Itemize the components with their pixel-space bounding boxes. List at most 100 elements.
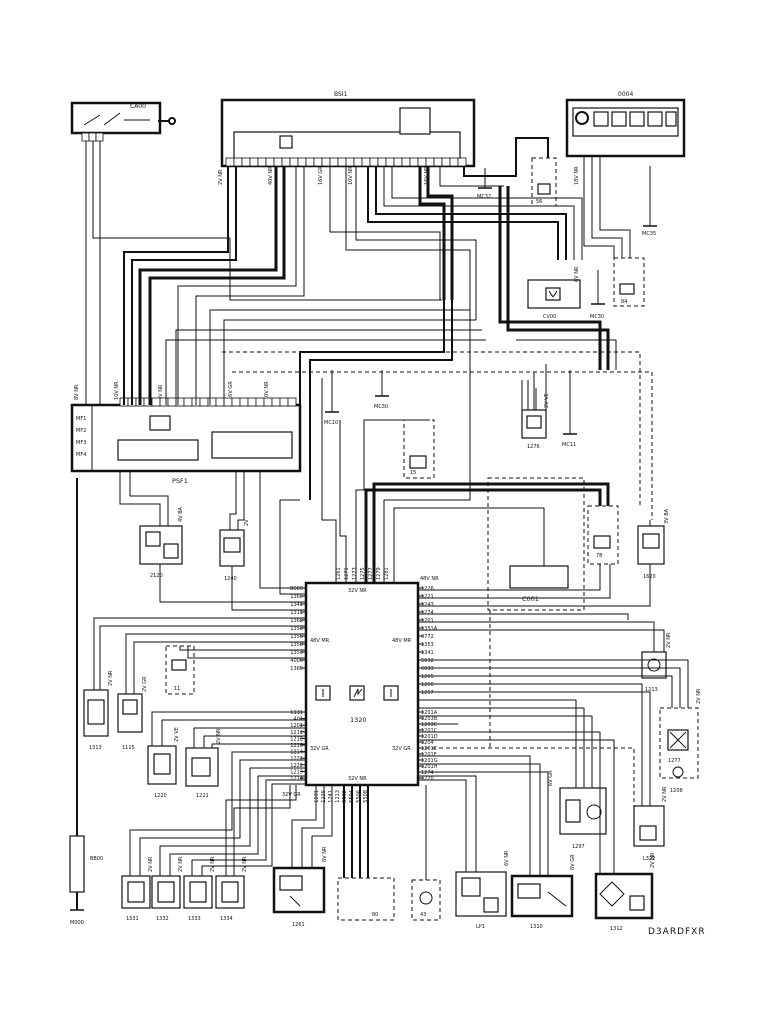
ca00-label: CA00 [130,103,146,110]
c1312-label: 1312 [610,926,623,932]
psf-pin [247,397,257,407]
psf-pin [223,397,233,407]
bsi-pin [257,157,267,167]
c1333-conn: 2V NR [210,856,216,872]
bsi-pin [457,157,467,167]
ecu-right2-pin-label: 1204 [421,740,434,746]
ecu-right-pin-label: 6033 [421,666,434,672]
mc30-ground-b: MC30 [374,370,389,410]
lp1-sensor: LP1 6V NR [455,850,510,930]
bsi-conn-a: 2V NR [218,169,224,185]
bb00-label: BB00 [90,856,103,862]
bsi-pin [433,157,443,167]
ecu-right2-pin-label: 1201D [421,734,438,740]
c1332-label: 1332 [156,916,169,922]
ecu-left-pin-label: 1341 [290,602,303,608]
ecu-right-pin-label: 1266 [421,682,434,688]
ecu-left-pin-label: BS00 [290,586,303,592]
c1331-conn: 2V NR [148,856,154,872]
ecu-left-pin-label: 1353 [290,650,303,656]
c2120-conn: 4V BA [178,506,184,522]
diagram-reference: D3ARDFXR [648,927,706,937]
bsi-pin [337,157,347,167]
mc30-label-a: MC30 [590,314,604,320]
cv00-conn: 6V NR [574,266,580,282]
ecu-right2-pin-label: 1201F [421,752,437,758]
c0004-conn: 18V NR [574,166,580,185]
ecu-top-pin-label: 1261 [336,567,342,580]
ecu-conn-topr: 48V NR [420,576,439,582]
c2120-label: 2120 [150,573,163,579]
ecu-right-pin-label: 1221 [421,594,434,600]
bsi-pin [449,157,459,167]
psf-pin [215,397,225,407]
bsi-pin [249,157,259,167]
c1277-conn: 2V NR [696,688,702,704]
psf-pin [287,397,297,407]
ecu-right-pin-label: 1243 [421,602,434,608]
c1620-conn: 3V BA [664,508,670,524]
ecu-right2-pin-label: 1201E [421,746,437,752]
c1220-conn: 2V VE [174,727,180,742]
psf-pin [175,397,185,407]
ecu-right2-pin-label: 1220 [421,776,434,782]
bsi-pin [225,157,235,167]
c1277-valve: 1277 2V NR [659,688,702,779]
bsi1-label: BSI1 [334,91,348,98]
ecu-right2-pin-label: 1201A [421,710,438,716]
mc35-ground: MC35 [642,166,657,237]
psf-pin [255,397,265,407]
ecu-left2-pin-label: 1214 [290,750,303,756]
dashed-box-15: 15 [403,419,435,479]
c1261-throttle: 1261 6V NR [272,846,328,928]
mc30-ground-a: MC30 [590,270,605,320]
psf1-label: PSF1 [172,477,188,485]
svg-text:MF4: MF4 [76,452,86,458]
ecu-left-pin-label: 1365 [290,594,303,600]
psf-pin [207,397,217,407]
c1312-conn: 2V NR [650,852,656,868]
ecu-conn-right2: 32V GR [392,746,411,752]
ecu-conn-bl: 32V GR [282,792,301,798]
ecu-right-pin-label: 1226 [421,586,434,592]
bsi-pin [273,157,283,167]
c1332-conn: 2V NR [178,856,184,872]
c1334-conn: 2V NR [242,856,248,872]
cv00-module: CV00 6V NR [527,266,581,320]
ca00-ignition-switch: CA00 [70,101,176,142]
svg-text:MF3: MF3 [76,440,86,446]
ecu-top-pin-label: 1277 [368,567,374,580]
ecu-left-pin-label: 1352 [290,626,303,632]
ecu-left2-pin-label: 1222 [290,763,303,769]
c1220-label: 1220 [154,793,167,799]
d11-label: 11 [174,686,180,692]
bsi-pin [401,157,411,167]
ecu-conn-right: 48V MR [392,638,412,644]
c1310-sensor: 1310 6V GR [510,854,576,930]
bsi-pin [289,157,299,167]
c1208-label: 1208 [670,788,683,794]
c1322-label: L322 [643,856,655,862]
psf-pin [159,397,169,407]
ecu-right-pin-label: 5032 [421,658,434,664]
c1297-actuator: 1297 6V GR [548,770,607,850]
psf-pin [231,397,241,407]
d43-label: 43 [420,912,426,918]
ecu-right-pin-label: 1351A [421,626,438,632]
c2120-switch: 2120 4V BA [139,506,184,579]
c1220-sensor: 1220 2V VE [147,727,180,799]
d80-label: 80 [372,912,378,918]
ecu-right-pin-label: 6772 [421,634,434,640]
c1331-label: 1331 [126,916,139,922]
bsi-pin [345,157,355,167]
c1322-sensor: L322 2V NR [633,786,668,862]
cv00-label: CV00 [543,314,556,320]
ecu-left2-pin-label: 1212 [290,736,303,742]
c1320-label: 1320 [350,716,367,724]
injector-1331: 1331 2V NR [121,856,154,922]
ecu-left-pin-label: 1356 [290,634,303,640]
c1213-label: 1213 [645,687,658,693]
c1620-label: 1620 [643,574,656,580]
